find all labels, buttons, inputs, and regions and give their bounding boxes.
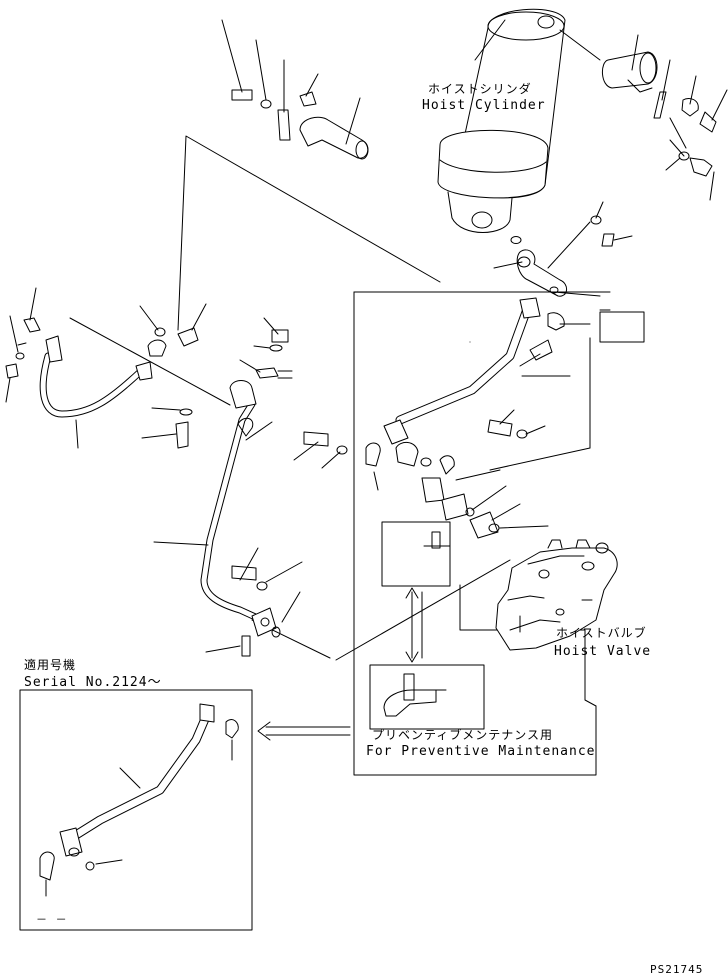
left-hose xyxy=(5,287,153,449)
serial-label: Serial No.2124～ xyxy=(24,675,162,690)
hoist-cylinder-label-en: Hoist Cylinder xyxy=(422,98,546,113)
preventive-label-en: For Preventive Maintenance xyxy=(366,744,596,759)
middle-clamps xyxy=(139,303,207,449)
hoist-valve xyxy=(495,539,618,651)
hoist-valve-label-en: Hoist Valve xyxy=(554,644,652,659)
center-bolts xyxy=(293,431,381,491)
sheet-code: PS21745 xyxy=(650,963,704,976)
hoist-cylinder-label-jp: ホイストシリンダ xyxy=(428,82,532,96)
reference-lines xyxy=(69,135,611,776)
top-pin-assembly xyxy=(602,34,728,201)
middle-pipe xyxy=(153,317,303,657)
hoist-cylinder xyxy=(437,8,601,244)
right-pipe xyxy=(383,297,645,539)
applicable-label-jp: 適用号機 xyxy=(24,658,77,672)
left-upper-hardware xyxy=(221,19,369,160)
serial-inset-drawing xyxy=(19,689,351,931)
hoist-valve-label-jp: ホイストバルブ xyxy=(556,626,647,640)
bottom-pin-assembly xyxy=(493,201,633,297)
dash-mark: － － xyxy=(36,913,68,926)
preventive-label-jp: プリベンティブメンテナンス用 xyxy=(372,728,554,742)
fitting-inset xyxy=(369,521,485,730)
